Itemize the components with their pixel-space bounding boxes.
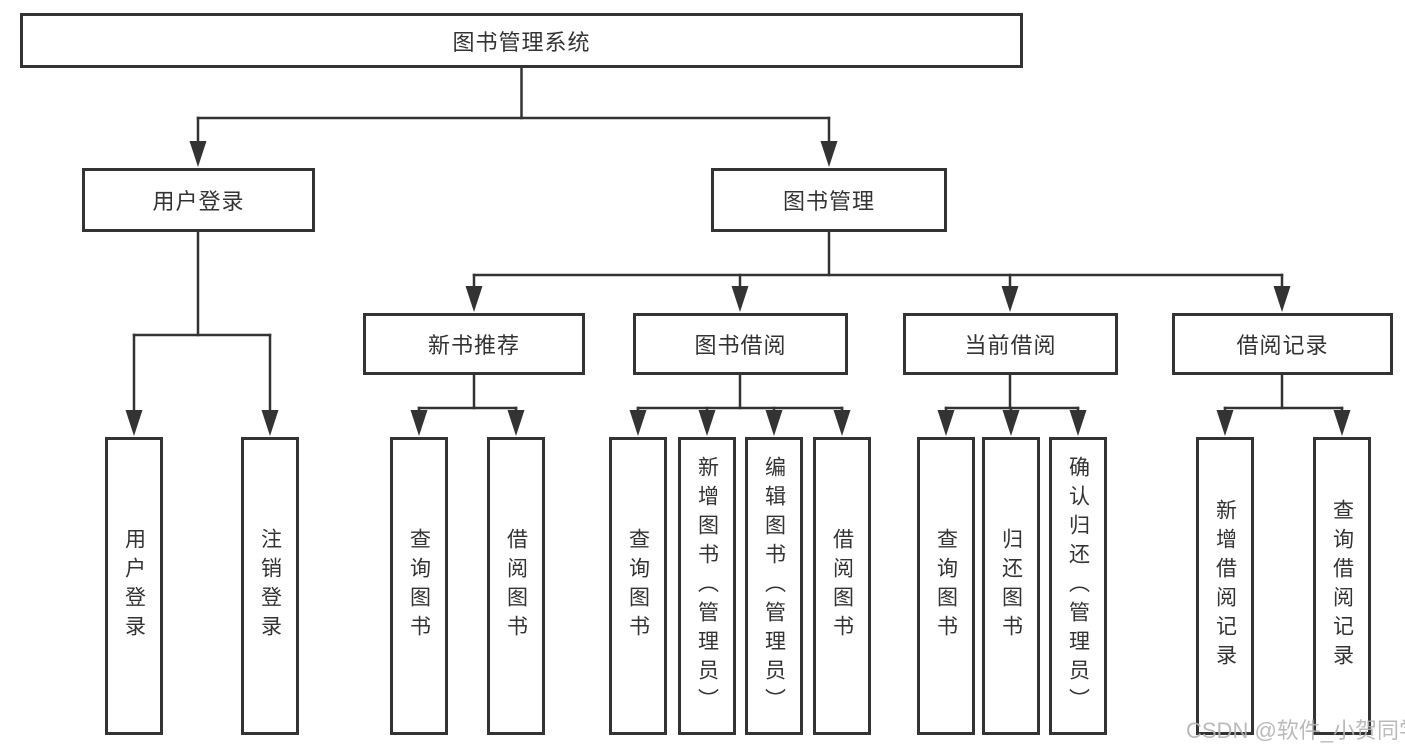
node-new-book-recommendation: 新书推荐 — [363, 313, 585, 375]
node-query-books-borrowing: 查询图书 — [609, 437, 667, 735]
node-label: 用户登录 — [152, 189, 245, 214]
node-label: 查询图书 — [934, 528, 958, 644]
node-borrowing-records: 借阅记录 — [1172, 313, 1393, 375]
watermark: CSDN @软件_小贺同学 — [1186, 718, 1405, 743]
node-label: 图书借阅 — [694, 333, 787, 358]
node-query-books-recommend: 查询图书 — [390, 437, 448, 735]
node-label: 借阅图书 — [830, 528, 854, 644]
node-label: 图书管理系统 — [452, 29, 591, 55]
node-borrow-books-borrowing: 借阅图书 — [813, 437, 871, 735]
node-label: 新书推荐 — [427, 333, 520, 358]
node-logout: 注销登录 — [241, 437, 299, 735]
node-book-management: 图书管理 — [711, 168, 947, 232]
node-add-borrow-record: 新增借阅记录 — [1196, 437, 1254, 735]
node-query-books-current: 查询图书 — [917, 437, 975, 735]
node-label: 查询借阅记录 — [1330, 499, 1354, 673]
node-user-login-leaf: 用户登录 — [105, 437, 163, 735]
node-add-book-admin: 新增图书（管理员） — [678, 437, 736, 735]
node-confirm-return-admin: 确认归还（管理员） — [1049, 437, 1107, 735]
node-label: 借阅记录 — [1236, 333, 1329, 358]
node-label: 查询图书 — [626, 528, 650, 644]
node-query-borrow-record: 查询借阅记录 — [1313, 437, 1371, 735]
node-label: 借阅图书 — [504, 528, 528, 644]
node-user-login: 用户登录 — [82, 168, 315, 232]
node-label: 当前借阅 — [964, 333, 1057, 358]
node-label: 新增借阅记录 — [1213, 499, 1237, 673]
node-current-borrowing: 当前借阅 — [903, 313, 1118, 375]
node-label: 用户登录 — [122, 528, 146, 644]
node-edit-book-admin: 编辑图书（管理员） — [745, 437, 803, 735]
node-library-management-system: 图书管理系统 — [20, 13, 1023, 68]
node-label: 查询图书 — [407, 528, 431, 644]
node-label: 图书管理 — [782, 189, 875, 214]
node-label: 新增图书（管理员） — [695, 455, 719, 717]
node-label: 归还图书 — [999, 528, 1023, 644]
node-label: 注销登录 — [258, 528, 282, 644]
node-book-borrowing: 图书借阅 — [633, 313, 848, 375]
node-label: 确认归还（管理员） — [1066, 455, 1090, 717]
node-label: 编辑图书（管理员） — [762, 455, 786, 717]
node-return-book: 归还图书 — [982, 437, 1040, 735]
node-borrow-books-recommend: 借阅图书 — [487, 437, 545, 735]
